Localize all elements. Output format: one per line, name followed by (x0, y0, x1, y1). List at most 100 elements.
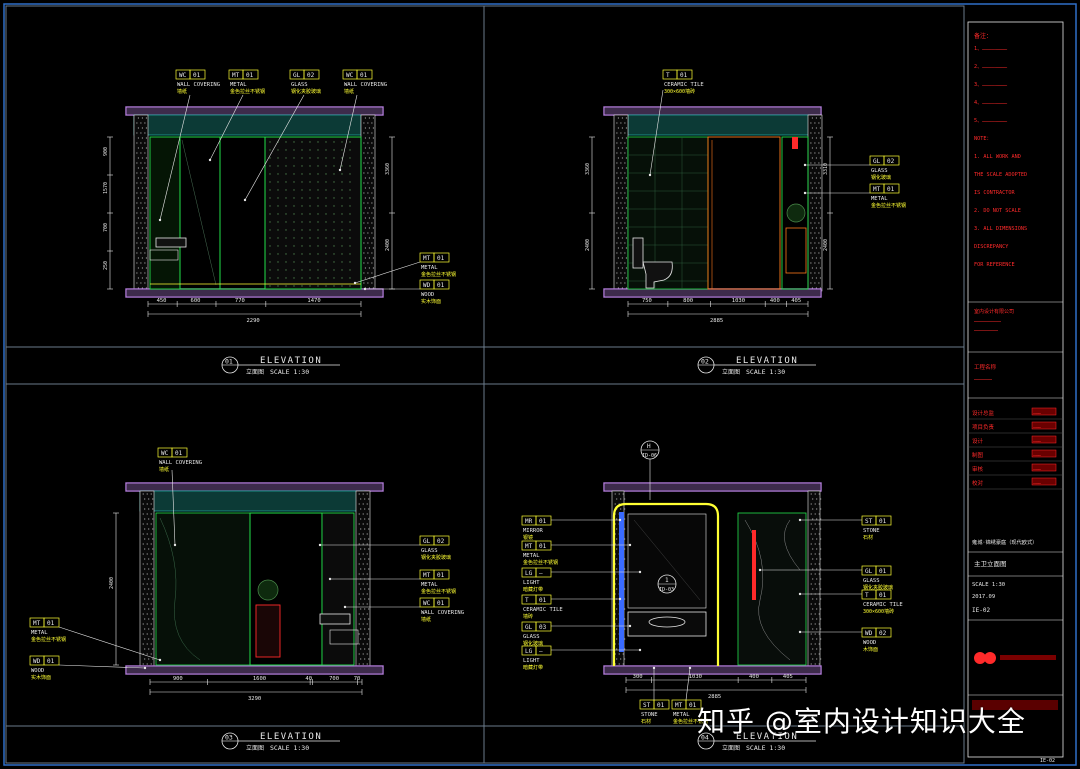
company-line: …………………… (974, 327, 998, 333)
wall-covering-panel (264, 136, 362, 290)
material-num: — (539, 570, 543, 577)
material-num: 02 (307, 72, 315, 79)
mirror (627, 513, 707, 609)
material-num-box (535, 645, 552, 656)
material-num: 02 (437, 538, 445, 545)
material-num-box (433, 252, 450, 263)
basin (155, 237, 187, 248)
dimension-value: 1030 (689, 674, 702, 680)
client-label: 工程名称 (974, 363, 997, 371)
material-code: WC (346, 72, 354, 79)
leader-dot (798, 518, 802, 522)
section-reference-top: HID-06 (640, 440, 660, 500)
note-line: THE SCALE ADOPTED (974, 172, 1027, 178)
material-name-en: GLASS (523, 634, 540, 640)
door-opening (707, 136, 781, 290)
reference-sheet: ID-03 (659, 587, 674, 593)
leader-dot (798, 630, 802, 634)
wall-covering-panel (149, 136, 181, 290)
material-num: 01 (879, 518, 887, 525)
view-title-cn: 立面图 (722, 368, 740, 376)
note-line: 2、…………………… (974, 64, 1007, 70)
view-title-cn: 立面图 (722, 744, 740, 752)
leader-dot (798, 592, 802, 596)
leader-line (685, 667, 691, 701)
drawing-name: 主卫立面图 (974, 559, 1007, 568)
material-num: 01 (879, 592, 887, 599)
notes-section: 备注：1、……………………2、……………………3、……………………4、……………… (974, 32, 1027, 268)
material-code: WD (423, 282, 431, 289)
view-number: 02 (701, 358, 709, 366)
material-num: 03 (539, 624, 547, 631)
material-num-box (535, 621, 552, 632)
material-name-en: METAL (871, 196, 888, 202)
leader-dot (143, 666, 147, 670)
material-num: 01 (246, 72, 254, 79)
cabinet (785, 227, 807, 274)
material-code: ST (643, 702, 651, 709)
leader-line (159, 94, 191, 221)
material-name-en: CERAMIC TILE (664, 82, 704, 88)
material-num-box (433, 569, 450, 580)
note-line: 1. ALL WORK AND (974, 154, 1021, 160)
material-num: 01 (437, 282, 445, 289)
wall-covering-panel (155, 512, 251, 666)
material-name-cn: 墙纸 (177, 88, 187, 95)
view-scale: SCALE 1:30 (270, 368, 309, 376)
material-name-en: METAL (31, 630, 48, 636)
leader-dot (618, 597, 622, 601)
dimension-value: 3360 (385, 163, 391, 175)
leader-dot (343, 605, 347, 609)
material-name-cn: 钢化玻璃 (871, 174, 891, 181)
leader-dot (628, 624, 632, 628)
light-strip (619, 512, 624, 652)
dimension-value: 40 (305, 676, 312, 682)
material-code: GL (423, 538, 431, 545)
material-name-cn: 金色拉丝不锈钢 (523, 559, 558, 566)
material-name-cn: 金色拉丝不锈钢 (31, 636, 66, 643)
section-reference-mid: 1ID-03 (657, 574, 677, 594)
arched-mirror-frame (612, 502, 720, 666)
leader-dot (353, 281, 357, 285)
material-name-cn: 金色拉丝不锈钢 (230, 88, 265, 95)
note-line: 3、…………………… (974, 82, 1007, 88)
view-title-cn: 立面图 (246, 744, 264, 752)
material-num-box (653, 699, 670, 710)
view-number: 04 (701, 734, 709, 742)
material-name-en: CERAMIC TILE (863, 602, 903, 608)
material-num: 02 (879, 630, 887, 637)
dimension-value: 1570 (103, 182, 109, 194)
title-row-stamp (1031, 463, 1057, 472)
material-name-en: CERAMIC TILE (523, 607, 563, 613)
material-name-en: WALL COVERING (159, 460, 202, 466)
material-num-box (875, 589, 892, 600)
material-num: 01 (539, 543, 547, 550)
title-row-stamp (1031, 407, 1057, 416)
title-row-value: ……… (1033, 439, 1041, 444)
material-num: 02 (887, 158, 895, 165)
toilet-bowl (642, 261, 673, 289)
view-title-text: ELEVATION (736, 732, 798, 742)
material-num: 01 (175, 450, 183, 457)
dimension-value: 400 (770, 298, 780, 304)
material-code: WC (161, 450, 169, 457)
note-line: 5、…………………… (974, 118, 1007, 124)
material-name-cn: 实木饰面 (31, 674, 51, 681)
leader-line (58, 626, 161, 661)
title-block-frame (967, 21, 1064, 758)
view-title-text: ELEVATION (260, 356, 322, 366)
dimension-value: 2400 (385, 239, 391, 251)
material-code: MT (33, 620, 41, 627)
leader-line (649, 89, 664, 176)
dimension-total: 2885 (708, 694, 721, 700)
dimension-value: 300 (633, 674, 643, 680)
